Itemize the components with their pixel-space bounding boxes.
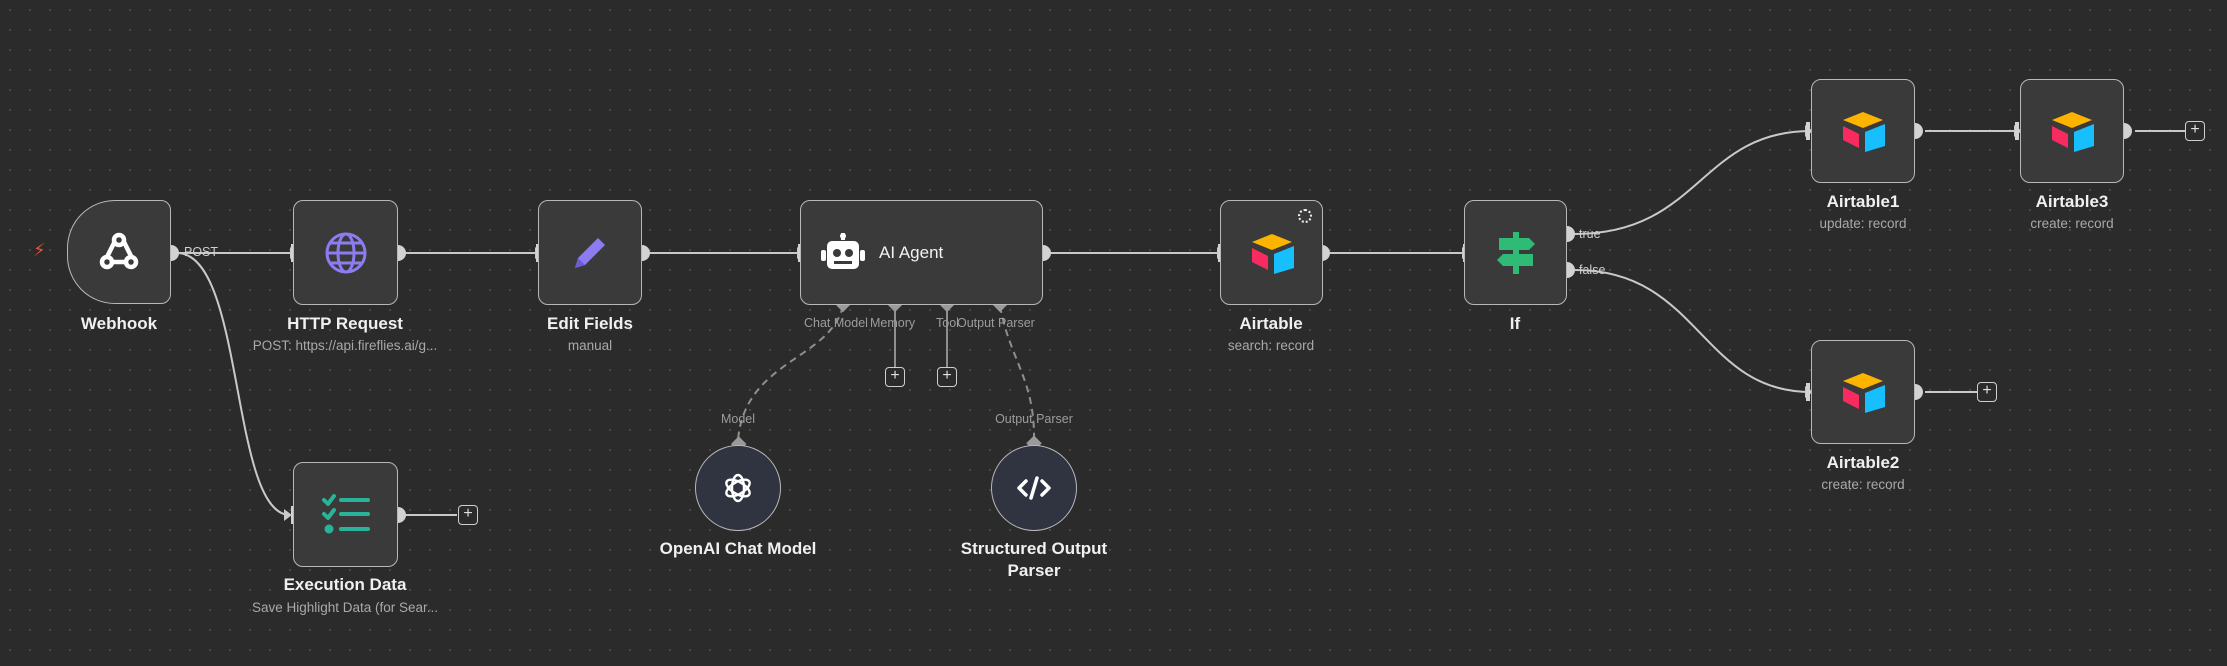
if-false-label: false (1579, 263, 1606, 277)
add-tool-button[interactable]: + (937, 367, 957, 387)
http-request-node[interactable] (293, 200, 398, 305)
lightning-bolt-icon: ⚡ (33, 240, 46, 260)
robot-icon (821, 227, 865, 279)
airtable-subtitle: search: record (1227, 338, 1315, 353)
airtable3-node[interactable] (2020, 79, 2124, 183)
if-node[interactable] (1464, 200, 1567, 305)
wire-webhook-execution (176, 252, 291, 516)
arrowheads (284, 125, 2022, 521)
airtable1-node[interactable] (1811, 79, 1915, 183)
execution-data-add-button[interactable]: + (458, 505, 478, 525)
webhook-title: Webhook (80, 314, 158, 333)
openai-icon (712, 462, 764, 514)
airtable3-subtitle: create: record (2030, 216, 2114, 231)
settings-icon[interactable] (1298, 209, 1312, 223)
checklist-icon (320, 489, 372, 541)
openai-connector-label: Model (720, 412, 756, 426)
airtable-icon (1837, 105, 1889, 157)
ai-agent-port-tool[interactable]: Tool (936, 316, 958, 330)
airtable3-add-button[interactable]: + (2185, 121, 2205, 141)
wire-if-airtable1 (1574, 130, 1812, 235)
airtable2-node[interactable] (1811, 340, 1915, 444)
airtable-icon (2046, 105, 2098, 157)
execution-data-subtitle: Save Highlight Data (for Sear... (251, 600, 439, 615)
ai-agent-title: AI Agent (879, 242, 944, 262)
edit-fields-node[interactable] (538, 200, 642, 305)
airtable2-title: Airtable2 (1826, 453, 1900, 472)
sub-wire-model (737, 305, 844, 441)
if-title: If (1509, 314, 1521, 333)
pencil-icon (564, 227, 616, 279)
airtable3-title: Airtable3 (2035, 192, 2109, 211)
webhook-node[interactable] (67, 200, 171, 304)
webhook-icon (93, 226, 145, 278)
airtable2-add-button[interactable]: + (1977, 382, 1997, 402)
airtable1-subtitle: update: record (1819, 216, 1907, 231)
edit-fields-subtitle: manual (567, 338, 613, 353)
airtable1-title: Airtable1 (1826, 192, 1900, 211)
structured-output-parser-node[interactable] (991, 445, 1077, 531)
globe-icon (320, 227, 372, 279)
add-memory-button[interactable]: + (885, 367, 905, 387)
execution-data-node[interactable] (293, 462, 398, 567)
code-icon (1008, 462, 1060, 514)
signpost-icon (1490, 227, 1542, 279)
airtable-icon (1837, 366, 1889, 418)
structured-output-parser-title-line1: Structured Output (960, 539, 1108, 558)
openai-chat-model-title: OpenAI Chat Model (659, 539, 817, 558)
openai-chat-model-node[interactable] (695, 445, 781, 531)
airtable-node[interactable] (1220, 200, 1323, 305)
execution-data-title: Execution Data (283, 575, 407, 594)
if-true-label: true (1579, 227, 1601, 241)
airtable-icon (1246, 227, 1298, 279)
webhook-output-label: POST (184, 245, 219, 259)
http-request-title: HTTP Request (287, 314, 403, 333)
structured-output-parser-title-line2: Parser (1007, 561, 1061, 580)
ai-agent-port-memory[interactable]: Memory (870, 316, 916, 330)
ai-agent-node[interactable]: AI Agent (800, 200, 1043, 305)
output-parser-connector-label: Output Parser (995, 412, 1073, 426)
wire-if-airtable2 (1574, 269, 1812, 393)
sub-wire-parser (999, 305, 1036, 441)
edit-fields-title: Edit Fields (547, 314, 633, 333)
ai-agent-port-chat-model[interactable]: Chat Model (804, 316, 868, 330)
airtable2-subtitle: create: record (1821, 477, 1905, 492)
ai-agent-port-output-parser[interactable]: Output Parser (957, 316, 1035, 330)
airtable-title: Airtable (1239, 314, 1303, 333)
http-request-subtitle: POST: https://api.fireflies.ai/g... (252, 338, 438, 353)
